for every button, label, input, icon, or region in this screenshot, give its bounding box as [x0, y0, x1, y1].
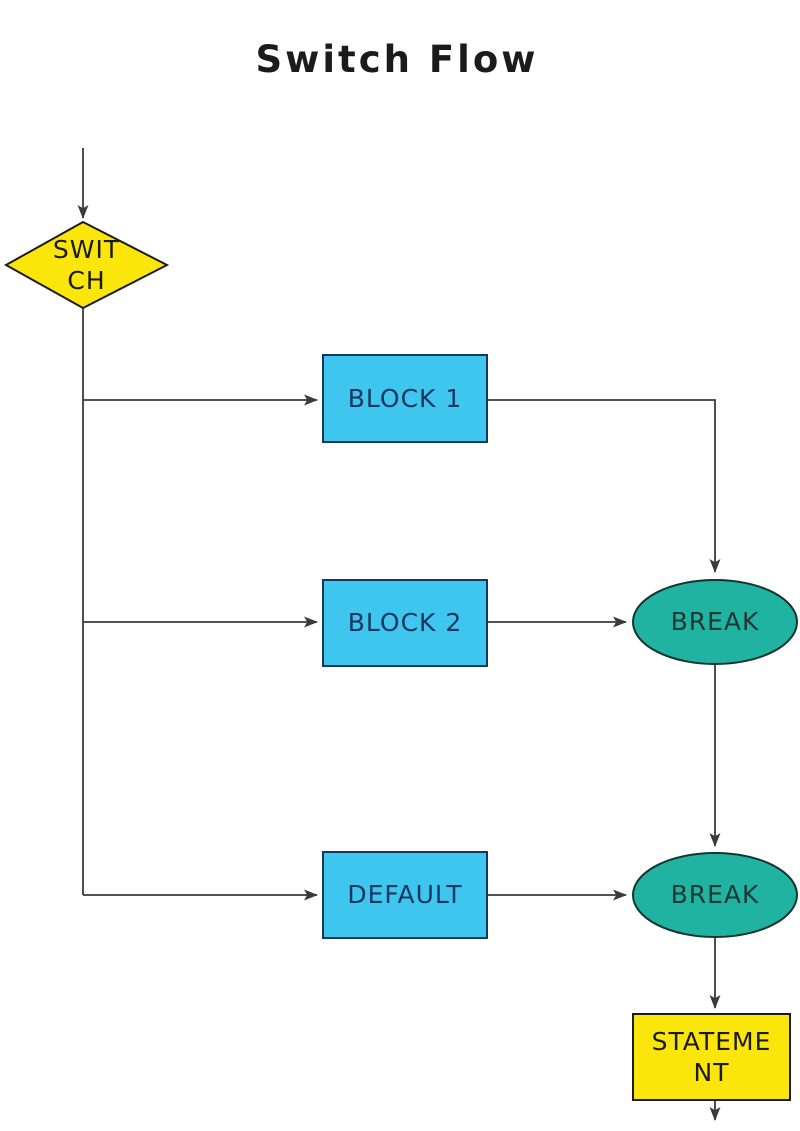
connector-group: [77, 148, 721, 1121]
switch-diamond-shape: [3, 220, 170, 310]
break1-ellipse-shape: [632, 579, 798, 665]
block1-rect-shape: [322, 354, 488, 443]
connector-block1-to-break1: [487, 399, 721, 573]
break2-ellipse-shape: [632, 852, 798, 938]
page-title: Switch Flow: [255, 38, 539, 81]
statement-rect-shape: [632, 1013, 791, 1101]
default-rect-shape: [322, 851, 488, 939]
block2-rect-shape: [322, 579, 488, 667]
